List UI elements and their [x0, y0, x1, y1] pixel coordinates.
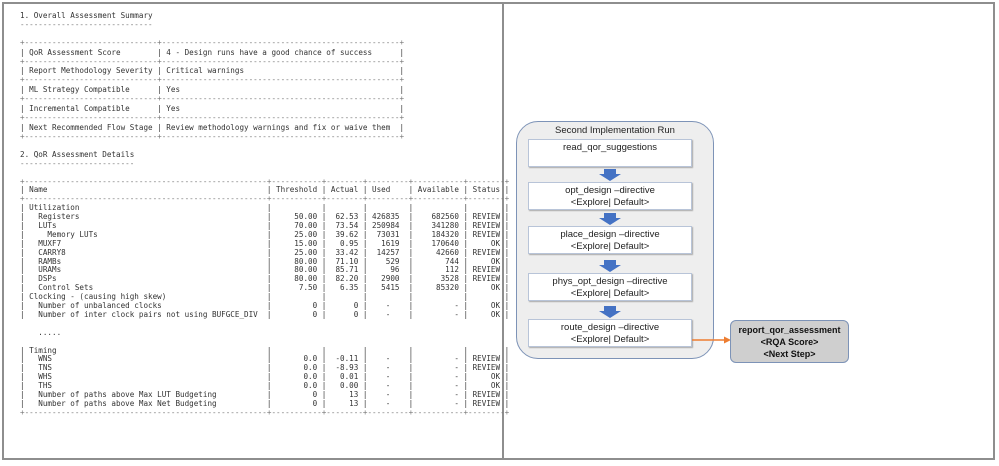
table-border: +-----------------------------+---------…: [20, 132, 405, 142]
details-row: | THS | 0.0 | 0.00 | - | - | OK |: [20, 381, 510, 391]
assessment-command: report_qor_assessment: [738, 325, 841, 335]
step-directive: <Explore| Default>: [570, 334, 650, 345]
summary-row: | Next Recommended Flow Stage | Review m…: [20, 123, 405, 133]
details-row: | MUXF7 | 15.00 | 0.95 | 1619 | 170640 |…: [20, 238, 510, 248]
panel-divider: [502, 2, 504, 460]
step-opt-design: opt_design –directive <Explore| Default>: [528, 182, 692, 210]
table-border: +-----------------------------+---------…: [20, 94, 405, 104]
details-row: | Control Sets | 7.50 | 6.35 | 5415 | 85…: [20, 283, 510, 293]
step-label: route_design –directive: [560, 322, 660, 333]
summary-row: | QoR Assessment Score | 4 - Design runs…: [20, 47, 405, 57]
step-label: place_design –directive: [560, 229, 660, 240]
screenshot-frame: [2, 2, 995, 460]
section-underline: -----------------------------: [20, 19, 153, 29]
step-phys-opt-design: phys_opt_design –directive <Explore| Def…: [528, 273, 692, 301]
link-arrow-icon: [692, 336, 731, 344]
table-border: +---------------------------------------…: [20, 194, 510, 204]
section-title: 1. Overall Assessment Summary: [20, 11, 153, 20]
table-border: +-----------------------------+---------…: [20, 75, 405, 85]
flow-arrow-down-icon: [599, 213, 621, 225]
details-row: | Clocking - (causing high skew) | | | |…: [20, 292, 510, 302]
step-route-design: route_design –directive <Explore| Defaul…: [528, 319, 692, 347]
table-border: +---------------------------------------…: [20, 407, 510, 417]
summary-row: | ML Strategy Compatible | Yes |: [20, 85, 405, 95]
details-row: | WHS | 0.0 | 0.01 | - | - | OK |: [20, 372, 510, 382]
ellipsis-text: .....: [20, 327, 62, 337]
details-row: | Number of paths above Max Net Budgetin…: [20, 398, 510, 408]
details-row: | Timing | | | | | |: [20, 345, 510, 355]
summary-row: | Incremental Compatible | Yes |: [20, 104, 405, 114]
flow-arrow-down-icon: [599, 260, 621, 272]
summary-row: | Report Methodology Severity | Critical…: [20, 66, 405, 76]
details-row: | Memory LUTs | 25.00 | 39.62 | 73031 | …: [20, 229, 510, 239]
details-header-row: | Name | Threshold | Actual | Used | Ava…: [20, 185, 510, 195]
run-group-title: Second Implementation Run: [555, 125, 675, 136]
assessment-score: <RQA Score>: [760, 337, 819, 347]
report-qor-assessment-box: report_qor_assessment <RQA Score> <Next …: [730, 320, 849, 363]
qor-assessment-report: 1. Overall Assessment Summary-----------…: [20, 11, 510, 418]
details-row: | CARRY8 | 25.00 | 33.42 | 14257 | 42660…: [20, 247, 510, 257]
flow-arrow-down-icon: [599, 306, 621, 318]
step-label: read_qor_suggestions: [562, 142, 657, 153]
details-row: | Registers | 50.00 | 62.53 | 426835 | 6…: [20, 212, 510, 222]
section-title: 2. QoR Assessment Details: [20, 149, 135, 159]
details-row: | WNS | 0.0 | -0.11 | - | - | REVIEW |: [20, 354, 510, 364]
spacer: [20, 320, 500, 329]
step-directive: <Explore| Default>: [570, 197, 650, 208]
step-directive: <Explore| Default>: [570, 241, 650, 252]
details-row: | Number of inter clock pairs not using …: [20, 309, 510, 319]
step-read-qor-suggestions: read_qor_suggestions: [528, 139, 692, 167]
section-underline: -------------------------: [20, 158, 135, 168]
step-label: phys_opt_design –directive: [552, 276, 668, 287]
flow-arrow-down-icon: [599, 169, 621, 181]
details-row: | Number of paths above Max LUT Budgetin…: [20, 389, 510, 399]
details-row: | TNS | 0.0 | -8.93 | - | - | REVIEW |: [20, 363, 510, 373]
details-row: | RAMBs | 80.00 | 71.10 | 529 | 744 | OK…: [20, 256, 510, 266]
assessment-next-step: <Next Step>: [763, 349, 816, 359]
step-directive: <Explore| Default>: [570, 288, 650, 299]
table-border: +-----------------------------+---------…: [20, 113, 405, 123]
step-label: opt_design –directive: [565, 185, 655, 196]
details-row: | DSPs | 80.00 | 82.20 | 2900 | 3528 | R…: [20, 274, 510, 284]
table-border: +---------------------------------------…: [20, 176, 510, 186]
details-row: | LUTs | 70.00 | 73.54 | 250984 | 341280…: [20, 221, 510, 231]
details-row: | Utilization | | | | | |: [20, 203, 510, 213]
details-row: | URAMs | 80.00 | 85.71 | 96 | 112 | REV…: [20, 265, 510, 275]
details-row: | Number of unbalanced clocks | 0 | 0 | …: [20, 301, 510, 311]
table-border: +-----------------------------+---------…: [20, 56, 405, 66]
table-border: +-----------------------------+---------…: [20, 37, 405, 47]
step-place-design: place_design –directive <Explore| Defaul…: [528, 226, 692, 254]
